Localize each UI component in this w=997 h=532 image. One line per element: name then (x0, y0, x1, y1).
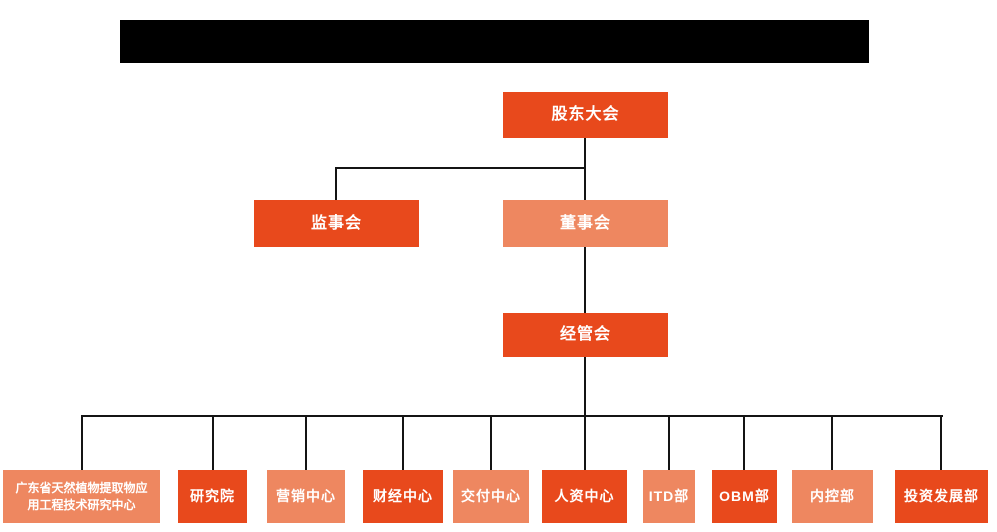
connector-board-to-management (584, 247, 586, 313)
node-delivery-center: 交付中心 (453, 470, 529, 523)
node-supervisory-board: 监事会 (254, 200, 419, 247)
connector-management-to-bus (584, 357, 586, 416)
node-internal-control-department: 内控部 (792, 470, 873, 523)
node-marketing-center: 营销中心 (267, 470, 345, 523)
node-shareholders-meeting: 股东大会 (503, 92, 668, 138)
connector-shareholders-to-board (584, 138, 586, 200)
node-guangdong-plant-extract-research-center: 广东省天然植物提取物应 用工程技术研究中心 (3, 470, 160, 523)
node-board-of-directors: 董事会 (503, 200, 668, 247)
connector-drop-marketing (305, 415, 307, 470)
node-hr-center: 人资中心 (542, 470, 627, 523)
connector-drop-delivery (490, 415, 492, 470)
connector-branch-horizontal (335, 167, 586, 169)
connector-drop-research-center (81, 415, 83, 470)
node-investment-development-department: 投资发展部 (895, 470, 988, 523)
connector-drop-finance (402, 415, 404, 470)
connector-drop-research-institute (212, 415, 214, 470)
node-finance-center: 财经中心 (363, 470, 443, 523)
node-research-institute: 研究院 (178, 470, 247, 523)
connector-to-supervisory (335, 167, 337, 200)
node-management-committee: 经管会 (503, 313, 668, 357)
connector-bus-horizontal (82, 415, 943, 417)
node-obm-department: OBM部 (712, 470, 777, 523)
node-itd-department: ITD部 (643, 470, 695, 523)
connector-drop-investment (940, 415, 942, 470)
connector-drop-hr (584, 415, 586, 470)
connector-drop-internal-control (831, 415, 833, 470)
connector-drop-obm (743, 415, 745, 470)
redacted-title-bar (120, 20, 869, 63)
connector-drop-itd (668, 415, 670, 470)
